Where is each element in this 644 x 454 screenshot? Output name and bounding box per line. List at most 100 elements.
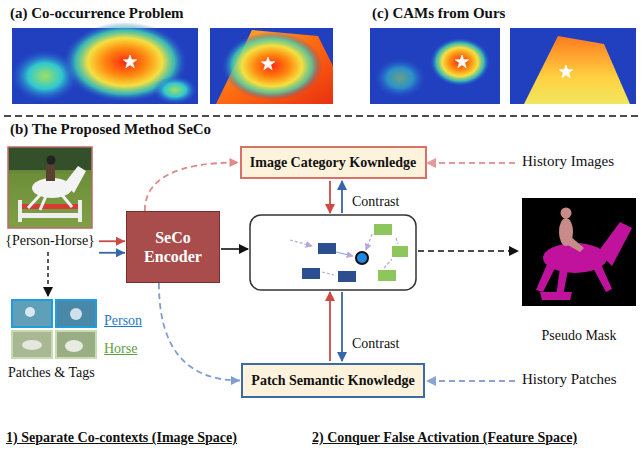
history-arrow: [427, 162, 515, 164]
history-arrow: [427, 380, 515, 382]
contrast-arrows: [329, 181, 331, 213]
input-photo: [78, 200, 82, 222]
dashed-arrow: [47, 252, 49, 296]
feature-space-box: [250, 215, 416, 290]
feature-space-box: [366, 234, 372, 250]
feature-space-box: [378, 270, 396, 281]
heatmap-image: [370, 28, 500, 104]
input-photo: [62, 195, 72, 207]
image-patches: [12, 331, 52, 358]
feature-space-box: [356, 252, 368, 264]
pseudo-mask-image: [540, 292, 572, 300]
contrast-arrows: [341, 292, 343, 361]
feature-space-box: [338, 271, 356, 282]
box-label: Image Category Kownledge: [250, 155, 416, 171]
feature-space-box: [392, 246, 408, 257]
heatmap-image: [210, 28, 333, 104]
feature-space-box: [336, 252, 353, 256]
image-patches: [25, 307, 35, 317]
arrowhead: [116, 248, 125, 257]
heatmap-image: [11, 22, 198, 104]
input-photo: [28, 195, 40, 208]
pseudo-mask-image: [556, 268, 568, 296]
pseudo-mask-image: [536, 262, 556, 292]
input-photo: [8, 147, 92, 228]
heatmap-image: [559, 65, 572, 78]
input-image-node: {Person-Horse}: [3, 146, 97, 249]
feature-space-box: [374, 224, 392, 235]
image-caption: {Person-Horse}: [5, 233, 95, 249]
source-label: History Patches: [522, 371, 617, 388]
heatmap-image: [430, 38, 490, 86]
input-photo: [18, 200, 22, 222]
arrow-label: Contrast: [352, 336, 399, 352]
heatmap-image: [510, 28, 636, 104]
pseudo-mask-image: [522, 198, 636, 306]
pseudo-mask-image: [561, 208, 572, 219]
heatmap-image: [216, 30, 333, 104]
connector: [145, 163, 239, 212]
pseudo-mask-image: [592, 262, 612, 292]
input-photo: [47, 156, 56, 165]
arrowhead: [116, 237, 125, 246]
image-patches: [70, 308, 82, 320]
feature-space-box: [250, 215, 416, 290]
contrast-arrows: [330, 181, 342, 361]
heatmap-image: [222, 32, 322, 100]
pseudo-mask-image: [566, 236, 584, 252]
image-patches: [12, 300, 52, 327]
box-label: SeCo Encoder: [135, 228, 211, 266]
contrast-arrows: [341, 181, 343, 213]
image-caption: Pseudo Mask: [541, 328, 616, 344]
pseudo-mask-image: [598, 222, 632, 266]
arrow: [221, 248, 248, 250]
heatmap-image: [123, 55, 136, 68]
connector: [159, 283, 240, 381]
feature-space-box: [322, 272, 334, 275]
image-patches: [22, 340, 42, 350]
input-photo: [40, 196, 46, 210]
feature-space-box: [396, 238, 398, 244]
panel-title: (a) Co-occurrence Problem: [10, 5, 184, 22]
separator-line: [4, 115, 640, 117]
feature-space-box: [318, 243, 336, 254]
heatmap-image: [510, 28, 636, 104]
knowledge-box: Patch Semantic Knowledge: [241, 363, 425, 398]
arrow-label: Contrast: [352, 194, 399, 210]
heatmap-image: [153, 76, 197, 104]
input-photo: [18, 213, 82, 218]
step-caption: 1) Separate Co-contexts (Image Space): [6, 430, 237, 446]
encoder-box: SeCo Encoder: [126, 211, 220, 283]
heatmap-image: [210, 28, 333, 104]
dashed-arrow: [418, 250, 518, 252]
arrowhead: [231, 376, 240, 385]
tag-label: Person: [104, 313, 142, 329]
input-photo: [64, 166, 86, 193]
heatmap-image: [524, 36, 630, 104]
panel-title: (c) CAMs from Ours: [372, 5, 505, 22]
panel-title: (b) The Proposed Method SeCo: [10, 121, 211, 138]
input-photo: [8, 147, 92, 228]
feature-space-box: [384, 259, 392, 268]
box-label: Patch Semantic Knowledge: [251, 373, 414, 389]
pseudo-mask-image: [522, 198, 636, 306]
feature-space-box: [302, 268, 320, 279]
image-patches: [56, 300, 96, 327]
image-patches: [65, 340, 83, 352]
step-caption: 2) Conquer False Activation (Feature Spa…: [312, 430, 577, 446]
image-patches: [56, 331, 96, 358]
caption: Patches & Tags: [8, 365, 95, 381]
heatmap-image: [455, 55, 468, 68]
knowledge-box: Image Category Kownledge: [240, 146, 427, 179]
source-label: History Images: [522, 153, 614, 170]
feature-space-box: [290, 240, 312, 246]
arrowhead: [230, 158, 239, 167]
tag-label: Horse: [104, 341, 137, 357]
heatmap-image: [261, 57, 274, 70]
input-photo: [46, 165, 55, 181]
heatmap-image: [370, 28, 500, 104]
pseudo-mask-node: Pseudo Mask: [520, 196, 638, 344]
contrast-arrows: [329, 292, 331, 361]
image-patches: [12, 300, 96, 358]
